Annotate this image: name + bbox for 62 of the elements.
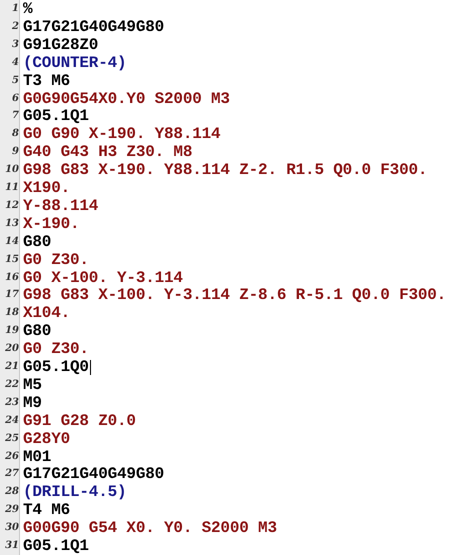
code-line: G0 Z30.	[23, 250, 89, 269]
code-line: %	[23, 0, 32, 18]
line-number: 25	[4, 432, 19, 446]
line-number: 22	[4, 378, 19, 392]
code-line: X190.	[23, 179, 70, 198]
code-line: M01	[23, 448, 52, 466]
code-line: Y-88.114	[23, 196, 98, 215]
line-number: 19	[4, 324, 19, 338]
code-line: G0 X-100. Y-3.114	[23, 268, 183, 287]
code-line: T3 M6	[23, 72, 70, 90]
line-number: 30	[4, 521, 19, 536]
line-number: 8	[11, 127, 19, 142]
line-number: 27	[4, 467, 19, 482]
line-number: 12	[4, 198, 19, 213]
code-line: G05.1Q1	[23, 537, 89, 555]
code-line: M9	[23, 394, 42, 412]
line-number: 9	[11, 145, 19, 160]
line-number: 28	[4, 485, 19, 500]
code-line: G0 G90 X-190. Y88.114	[23, 125, 220, 144]
code-line: G05.1Q1	[23, 107, 89, 126]
code-line: G17G21G40G49G80	[23, 465, 164, 484]
line-number: 17	[4, 288, 19, 302]
code-line: G91G28Z0	[23, 36, 98, 54]
code-line: G17G21G40G49G80	[23, 18, 164, 36]
line-number: 10	[4, 163, 19, 178]
line-number: 31	[4, 539, 19, 554]
code-line: G0 Z30.	[23, 340, 89, 358]
line-number: 15	[4, 252, 19, 267]
code-line: G05.1Q0	[23, 358, 89, 376]
code-line: G0G90G54X0.Y0 S2000 M3	[23, 90, 230, 108]
line-number: 14	[4, 234, 19, 249]
line-number: 23	[4, 396, 19, 410]
code-comment: (DRILL-4.5)	[23, 483, 126, 502]
line-number: 5	[11, 74, 19, 88]
code-line: G28Y0	[23, 430, 70, 448]
code-line: X-190.	[23, 214, 80, 233]
line-number: 7	[11, 109, 19, 124]
line-number: 1	[11, 2, 19, 16]
code-comment: (COUNTER-4)	[23, 54, 126, 72]
line-number: 21	[4, 360, 19, 374]
line-number: 2	[11, 20, 19, 34]
line-number: 18	[4, 306, 19, 320]
line-number: 11	[4, 181, 19, 196]
code-line: G80	[23, 232, 52, 251]
code-line: G80	[23, 322, 52, 340]
line-number: 13	[4, 216, 19, 231]
line-number: 6	[11, 92, 19, 106]
code-line: G40 G43 H3 Z30. M8	[23, 143, 192, 162]
line-number: 20	[4, 342, 19, 356]
code-line: G98 G83 X-100. Y-3.114 Z-8.6 R-5.1 Q0.0 F300.	[23, 286, 446, 304]
line-number: 16	[4, 270, 19, 285]
line-number: 29	[4, 503, 19, 518]
code-line: T4 M6	[23, 501, 70, 520]
line-number: 24	[4, 414, 19, 428]
code-line: M5	[23, 376, 42, 394]
code-line: G91 G28 Z0.0	[23, 412, 136, 430]
code-line: G98 G83 X-190. Y88.114 Z-2. R1.5 Q0.0 F300.	[23, 161, 428, 180]
code-line: X104.	[23, 304, 70, 322]
line-number: 26	[4, 450, 19, 464]
line-number: 4	[11, 56, 19, 70]
line-number: 3	[11, 38, 19, 52]
code-line: G00G90 G54 X0. Y0. S2000 M3	[23, 519, 277, 538]
